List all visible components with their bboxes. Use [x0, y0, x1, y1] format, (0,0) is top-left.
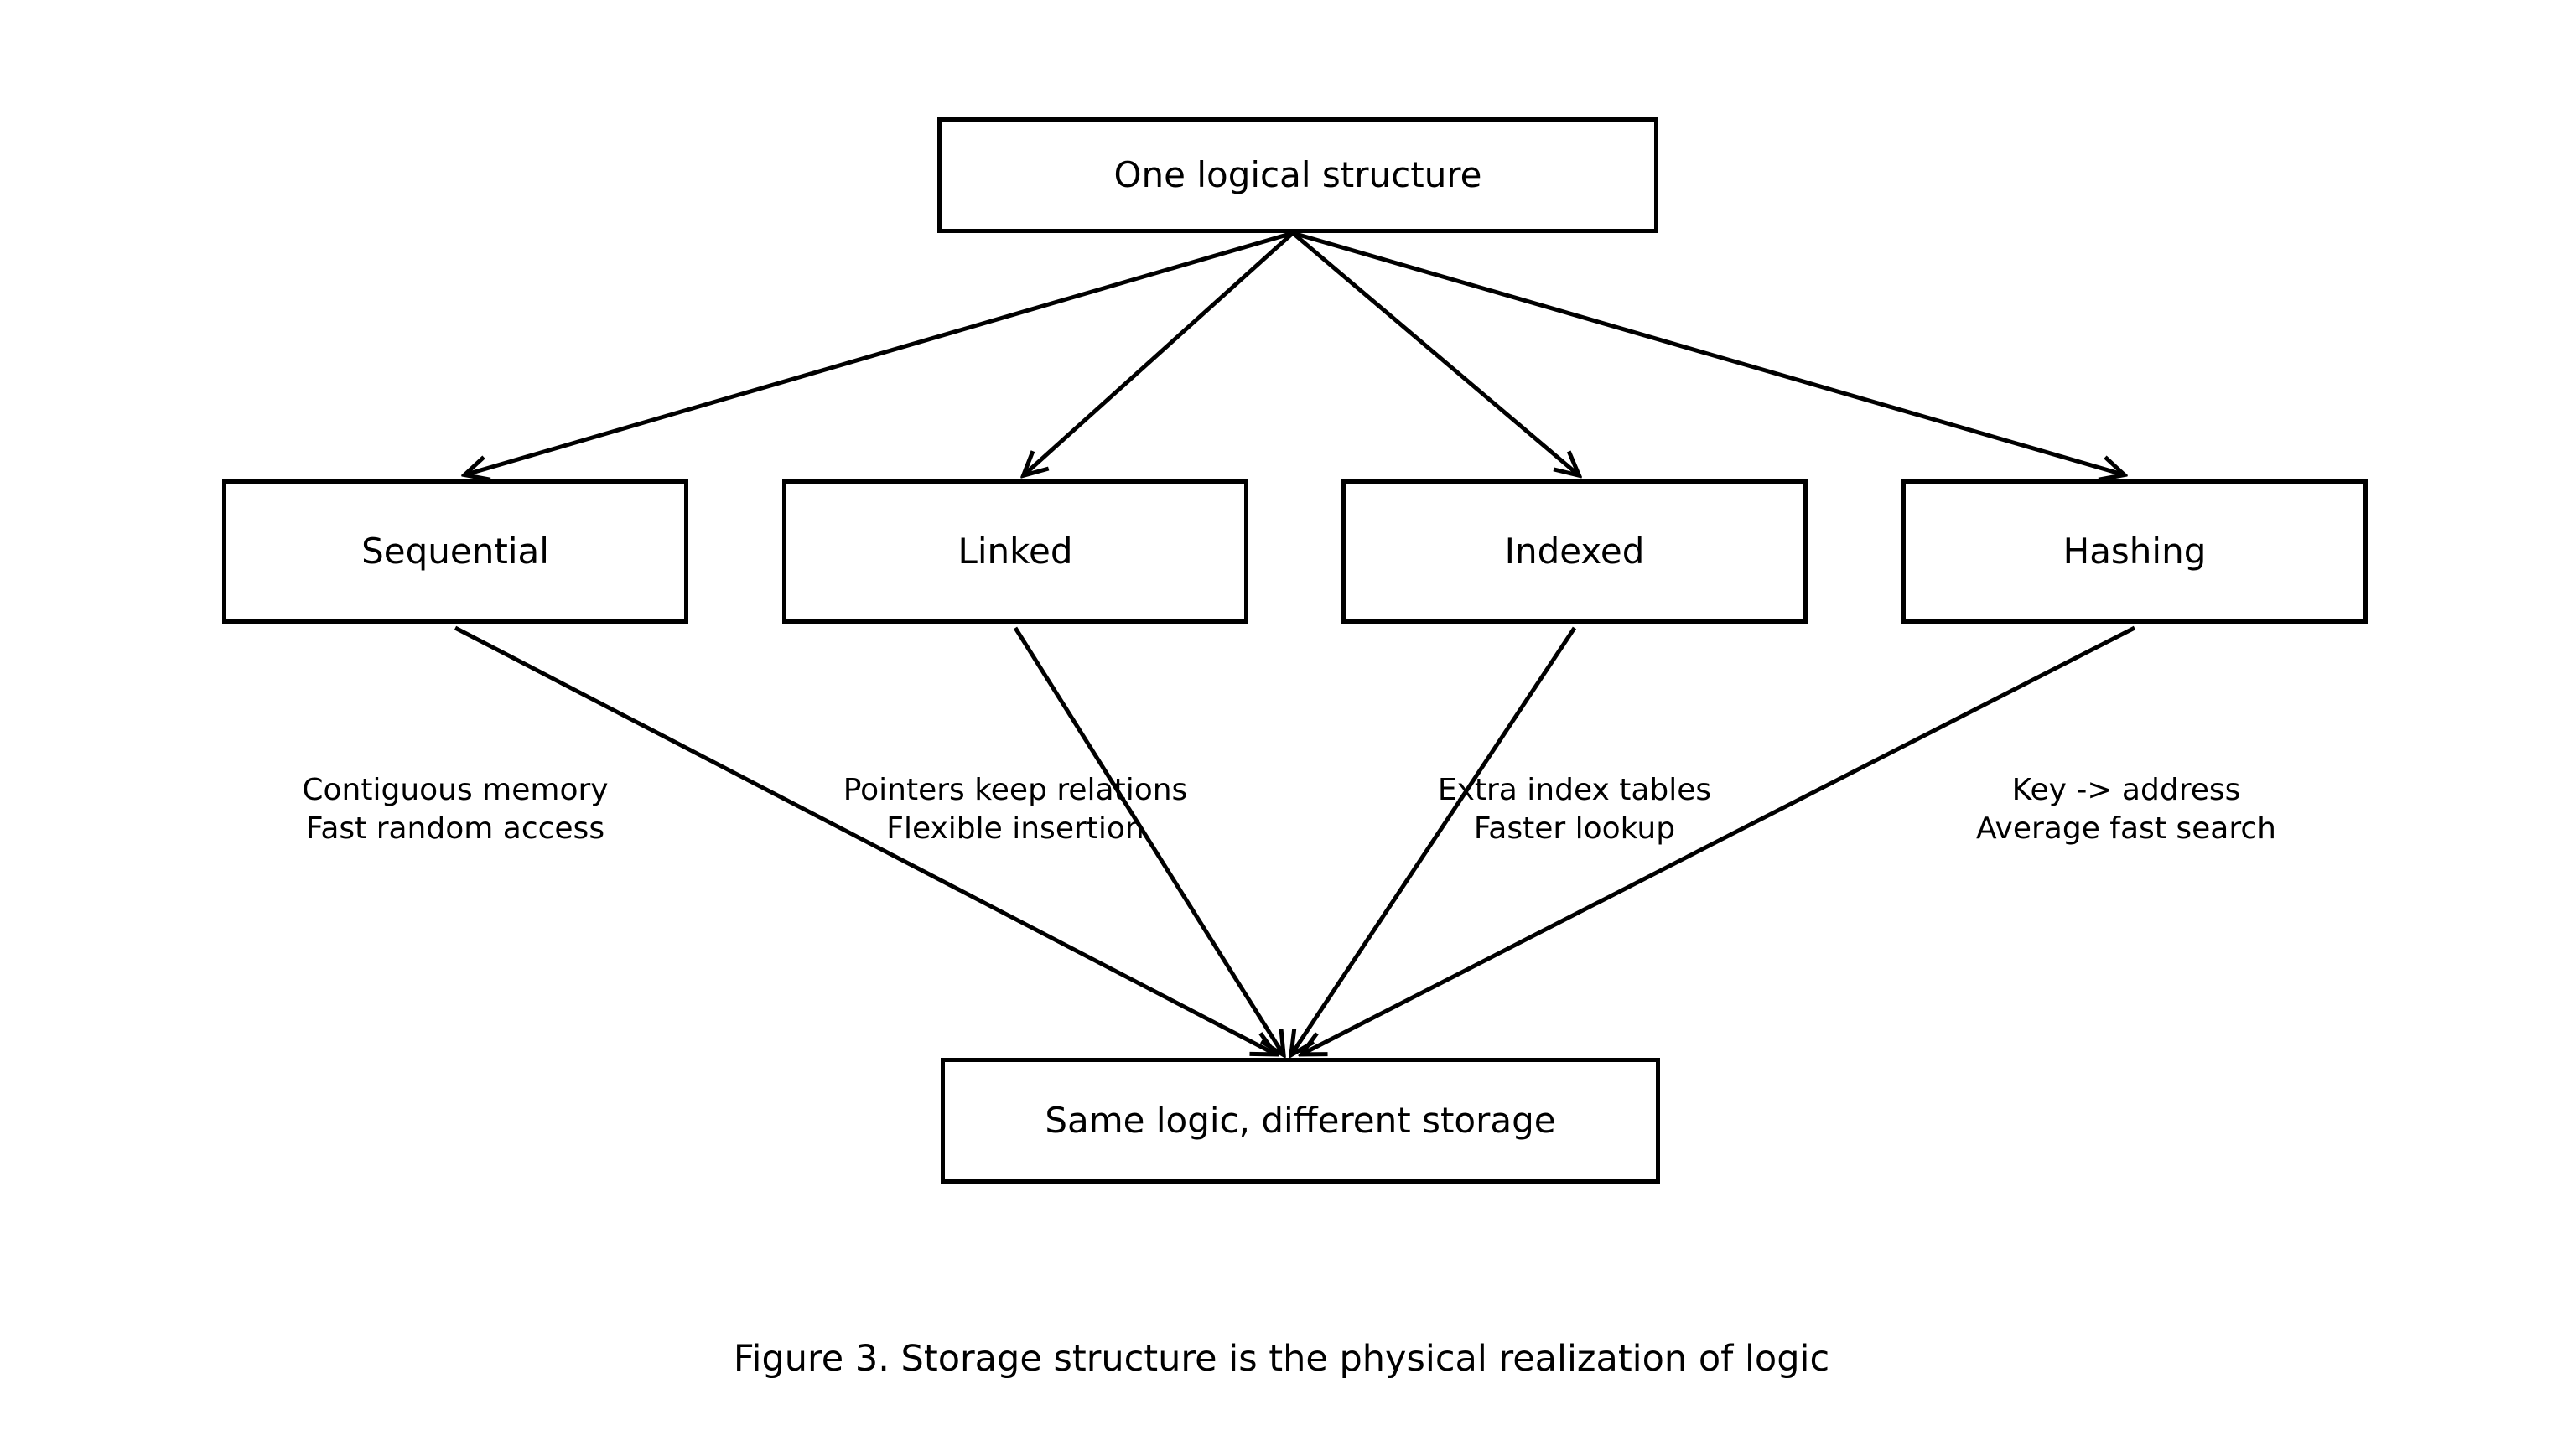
edge-linked-to-sink	[1013, 626, 1283, 1054]
node-hashing: Hashing	[1901, 479, 2368, 624]
note-hashing-line2: Average fast search	[1976, 811, 2276, 846]
node-linked: Linked	[782, 479, 1248, 624]
note-sequential-line2: Fast random access	[305, 811, 605, 846]
node-indexed-label: Indexed	[1504, 530, 1645, 572]
node-indexed: Indexed	[1341, 479, 1808, 624]
edge-indexed-to-sink	[1292, 626, 1577, 1054]
note-linked-line2: Flexible insertion	[886, 811, 1144, 846]
node-linked-label: Linked	[957, 530, 1073, 572]
note-sequential: Contiguous memory Fast random access	[162, 771, 749, 848]
edge-root-to-linked	[1025, 231, 1294, 474]
edge-root-to-sequential	[466, 231, 1294, 474]
node-same-logic-different-storage-label: Same logic, different storage	[1045, 1099, 1556, 1141]
note-linked-line1: Pointers keep relations	[843, 773, 1188, 807]
node-one-logical-structure: One logical structure	[937, 117, 1658, 233]
figure-caption: Figure 3. Storage structure is the physi…	[733, 1338, 1830, 1380]
note-hashing-line1: Key -> address	[2011, 773, 2241, 807]
edge-root-to-hashing	[1292, 231, 2123, 474]
edge-sequential-to-sink	[454, 625, 1274, 1054]
node-same-logic-different-storage: Same logic, different storage	[941, 1058, 1660, 1184]
note-hashing: Key -> address Average fast search	[1833, 771, 2420, 848]
node-one-logical-structure-label: One logical structure	[1113, 153, 1482, 195]
note-indexed-line1: Extra index tables	[1437, 773, 1712, 807]
note-sequential-line1: Contiguous memory	[302, 773, 609, 807]
note-linked: Pointers keep relations Flexible inserti…	[722, 771, 1309, 848]
edge-hashing-to-sink	[1303, 625, 2136, 1054]
note-indexed-line2: Faster lookup	[1473, 811, 1676, 846]
edge-root-to-indexed	[1291, 231, 1578, 474]
node-sequential-label: Sequential	[361, 530, 549, 572]
note-indexed: Extra index tables Faster lookup	[1281, 771, 1868, 848]
node-sequential: Sequential	[222, 479, 688, 624]
node-hashing-label: Hashing	[2062, 530, 2207, 572]
